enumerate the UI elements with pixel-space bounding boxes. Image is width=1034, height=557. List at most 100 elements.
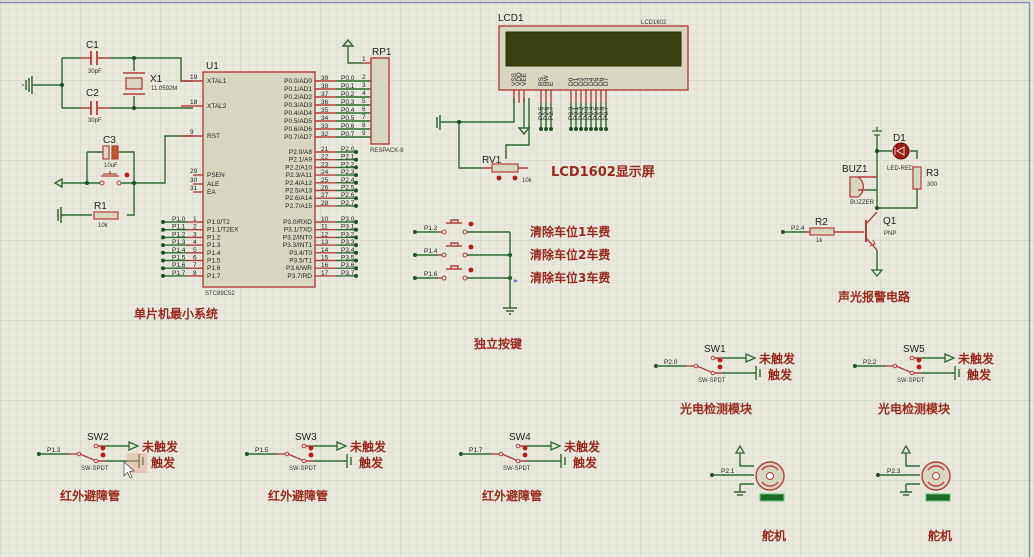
buzzer-buz1[interactable]: BUZ1 BUZZER [842,164,877,206]
resistor-r1[interactable]: R1 10k [57,201,119,229]
x1-ref: X1 [150,74,163,85]
oscillator-circuit[interactable]: C1 30pF C2 30pF X1 11.0592M [22,40,193,124]
net-terminal [354,235,358,240]
net-label: P2.5 [341,185,355,192]
pin-number: 38 [321,83,329,90]
pin-number: 16 [321,262,329,269]
pin-name: P1.5 [207,258,221,265]
pin-number: 12 [321,231,329,238]
resistor-r2[interactable]: P2.4 R2 1k [781,217,864,244]
servo-motor-2[interactable]: P2.3 [876,444,951,502]
pin-number: 3 [193,231,197,238]
push-bar [446,219,462,224]
pin-name: VEE [521,72,528,86]
r1-ref: R1 [94,201,107,212]
net-label: P2.2 [341,161,355,168]
respack-part: RESPACK-8 [370,148,404,154]
resistor-r3[interactable]: R3 300 [912,166,939,190]
lcd-pin-rw: RW P2.6 [543,74,550,131]
pin-name: P0.7/AD7 [284,134,312,141]
pin-name: D1 [573,77,580,86]
respack-pin-number: 8 [362,122,366,129]
net-label: P1.5 [172,255,186,262]
net-terminal [710,473,714,477]
switch-ref: SW3 [295,432,317,443]
state-off-label: 未触发 [141,439,179,454]
potentiometer-rv1[interactable]: RV1 10k [482,155,533,184]
switch-ref: SW1 [704,344,726,355]
pin-number: 25 [321,177,329,184]
mcu-section-title: 单片机最小系统 [134,306,218,321]
net-label: P2.1 [341,154,355,161]
net-terminal [569,127,573,131]
pin-name: D4 [588,77,595,86]
alarm-circuit[interactable]: D1 LED-RED R3 300 BUZ1 BUZZER Q1 PNP P2.… [781,127,939,278]
lcd-display-area [505,31,682,67]
transistor-q1[interactable]: Q1 PNP [865,211,897,278]
pin-number: 23 [321,161,329,168]
net-label: P1.3 [172,239,186,246]
photo-switch-title: 光电检测模块 [877,401,951,416]
state-on-label: 触发 [359,455,384,470]
led-d1[interactable]: D1 LED-RED [887,133,914,172]
capacitor-c3[interactable]: C3 10uF [86,135,135,183]
state-indicator [717,364,723,370]
lever [696,365,712,373]
reset-circuit[interactable]: C3 10uF R1 10k [53,135,193,229]
pin-name: P1.0/T2 [207,219,230,226]
crystal-x1[interactable]: X1 11.0592M [123,72,177,95]
net-label: P3.7 [341,270,355,277]
state-indicator [522,445,528,451]
switch-ref: SW5 [903,344,925,355]
net-label: P2.6 [543,106,550,120]
pin-name: P1.7 [207,273,221,280]
capacitor-c2[interactable]: C2 30pF [80,88,110,124]
ground-icon [503,307,517,315]
pin-name: RW [543,74,550,86]
contact [301,443,307,449]
pin-name: D5 [593,77,600,86]
net-terminal [354,157,358,162]
net-label: P3.1 [341,224,355,231]
pin-name: P0.4/AD4 [284,110,312,117]
pin-number: 36 [321,99,329,106]
key-label: 清除车位3车费 [530,270,610,285]
ir-switch-title: 红外避障管 [482,488,542,503]
pin-name: PSEN [207,172,225,179]
mcu-u1[interactable]: U1 STC89C52 19XTAL118XTAL29RST29PSEN30AL… [161,61,371,297]
capacitor-c1[interactable]: C1 30pF [80,40,110,75]
buz1-ref: BUZ1 [842,164,868,175]
net-label: P2.7 [341,200,355,207]
servo-motor-1[interactable]: P2.1 [710,444,785,502]
alarm-section-title: 声光报警电路 [837,289,911,304]
net-label: P0.0 [341,75,355,82]
servo-title: 舵机 [762,528,786,543]
